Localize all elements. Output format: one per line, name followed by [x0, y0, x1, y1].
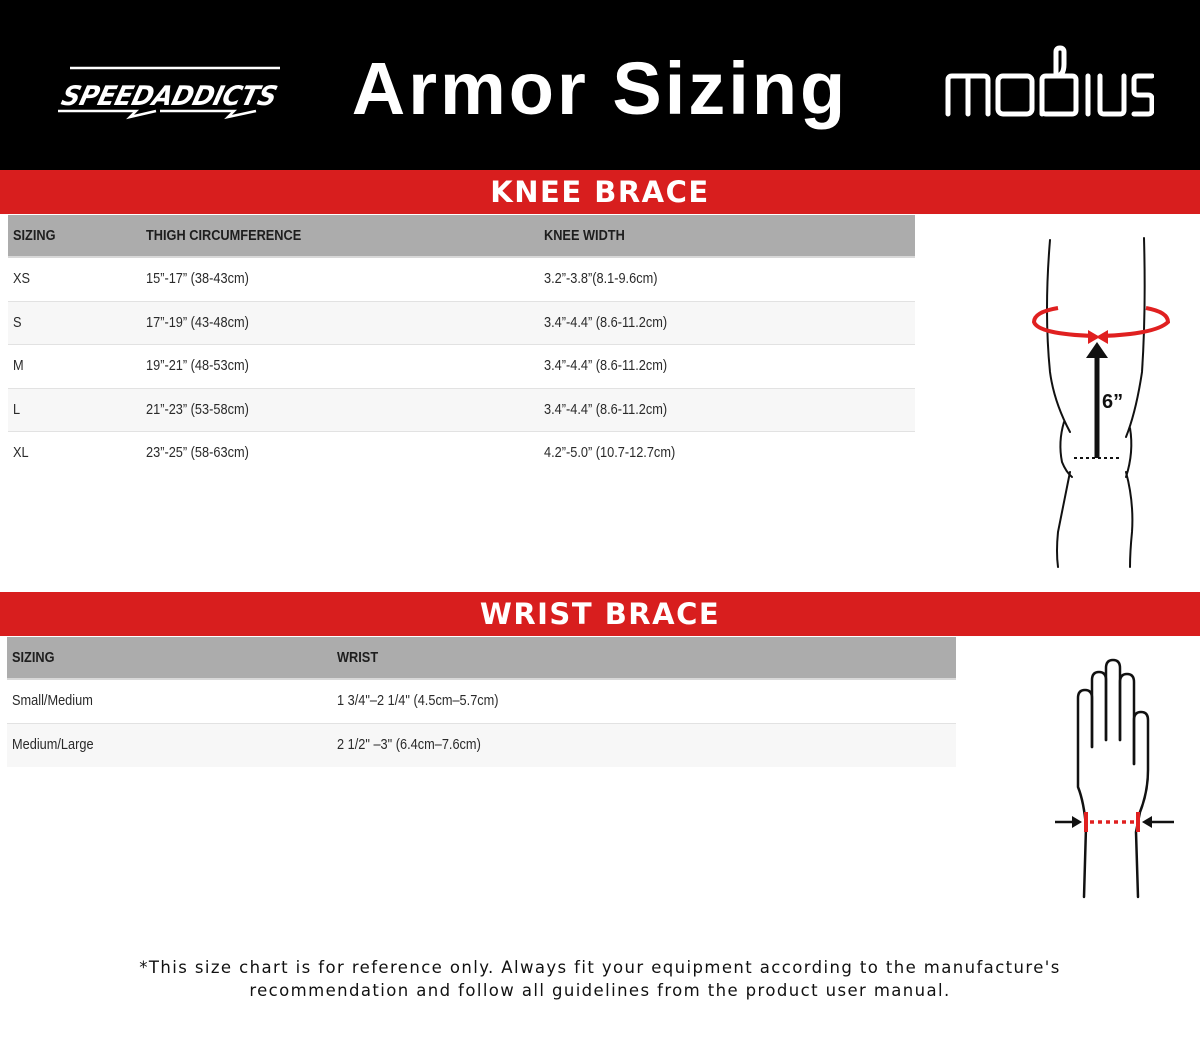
knee-width-cell: 3.4”-4.4” (8.6-11.2cm): [544, 358, 668, 375]
disclaimer-line-2: recommendation and follow all guidelines…: [249, 980, 951, 1000]
table-header-row: SIZING WRIST: [7, 637, 956, 681]
column-header-wrist: WRIST: [337, 650, 379, 666]
thigh-cell: 15”-17” (38-43cm): [146, 271, 249, 288]
knee-brace-section-title: KNEE BRACE: [0, 170, 1200, 214]
size-cell: XS: [13, 271, 31, 288]
column-header-sizing: SIZING: [12, 650, 55, 666]
wrist-measurement-icon: [1055, 658, 1174, 899]
page-title: Armor Sizing: [351, 47, 849, 130]
svg-text:6”: 6”: [1102, 391, 1123, 413]
svg-text:SPEEDADDICTS: SPEEDADDICTS: [58, 81, 280, 112]
table-row: M 19”-21” (48-53cm) 3.4”-4.4” (8.6-11.2c…: [8, 345, 915, 389]
size-cell: S: [13, 314, 22, 331]
wrist-brace-section-title: WRIST BRACE: [0, 592, 1200, 636]
thigh-cell: 17”-19” (43-48cm): [146, 314, 249, 331]
column-header-knee-width: KNEE WIDTH: [544, 228, 625, 244]
svg-text:mobius: mobius: [944, 44, 948, 45]
disclaimer-footer: *This size chart is for reference only. …: [0, 957, 1200, 1002]
size-cell: M: [13, 358, 24, 375]
mobius-logo-icon: mobius: [944, 44, 1154, 117]
page-header: SPEEDADDICTS Armor Sizing mobius: [0, 0, 1200, 170]
disclaimer-line-1: *This size chart is for reference only. …: [139, 958, 1061, 977]
table-row: XS 15”-17” (38-43cm) 3.2”-3.8”(8.1-9.6cm…: [8, 258, 915, 302]
size-cell: Small/Medium: [12, 693, 93, 710]
thigh-cell: 21”-23” (53-58cm): [146, 401, 249, 418]
wrist-brace-table: SIZING WRIST Small/Medium 1 3/4"–2 1/4" …: [7, 637, 956, 768]
knee-width-cell: 3.4”-4.4” (8.6-11.2cm): [544, 314, 668, 331]
table-row: XL 23”-25” (58-63cm) 4.2”-5.0” (10.7-12.…: [8, 432, 915, 475]
table-row: S 17”-19” (43-48cm) 3.4”-4.4” (8.6-11.2c…: [8, 301, 915, 346]
size-cell: Medium/Large: [12, 736, 94, 753]
table-row: Medium/Large 2 1/2" –3" (6.4cm–7.6cm): [7, 723, 956, 768]
column-header-sizing: SIZING: [13, 228, 56, 244]
thigh-cell: 23”-25” (58-63cm): [146, 444, 249, 461]
thigh-cell: 19”-21” (48-53cm): [146, 358, 249, 375]
wrist-cell: 2 1/2" –3" (6.4cm–7.6cm): [337, 736, 481, 753]
knee-width-cell: 4.2”-5.0” (10.7-12.7cm): [544, 444, 676, 461]
knee-measurement-icon: 6”: [1031, 237, 1171, 568]
table-row: L 21”-23” (53-58cm) 3.4”-4.4” (8.6-11.2c…: [8, 388, 915, 432]
table-header-row: SIZING THIGH CIRCUMFERENCE KNEE WIDTH: [8, 215, 915, 259]
table-row: Small/Medium 1 3/4"–2 1/4" (4.5cm–5.7cm): [7, 680, 956, 724]
size-cell: L: [13, 401, 21, 418]
knee-width-cell: 3.4”-4.4” (8.6-11.2cm): [544, 401, 668, 418]
speedaddicts-logo-icon: SPEEDADDICTS: [58, 66, 280, 120]
column-header-thigh-circumference: THIGH CIRCUMFERENCE: [146, 228, 302, 244]
knee-brace-table: SIZING THIGH CIRCUMFERENCE KNEE WIDTH XS…: [8, 215, 915, 475]
size-cell: XL: [13, 444, 29, 461]
knee-width-cell: 3.2”-3.8”(8.1-9.6cm): [544, 271, 658, 288]
wrist-cell: 1 3/4"–2 1/4" (4.5cm–5.7cm): [337, 693, 499, 710]
